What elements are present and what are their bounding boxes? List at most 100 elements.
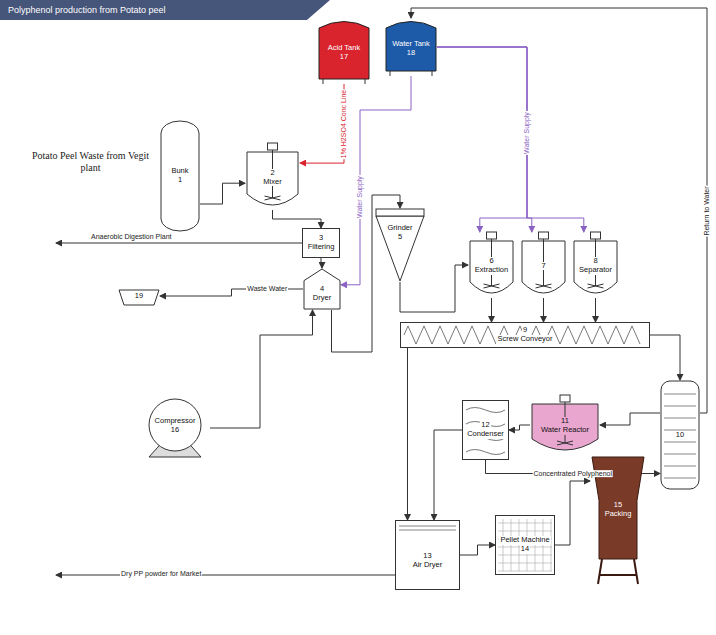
- connector: [273, 210, 322, 228]
- connector: [407, 348, 408, 520]
- node-text-group: 6Extraction: [468, 232, 515, 298]
- screw-conveyor: 9Screw Conveyor: [400, 322, 650, 348]
- node-label: Dryer: [312, 294, 332, 303]
- compressor: Compressor16: [140, 398, 210, 458]
- stirred-vessel: 6Extraction: [468, 232, 515, 298]
- node-text-group: 8Separator: [572, 232, 619, 298]
- tray-dryer: 13Air Dryer: [395, 520, 460, 590]
- node-label: Mixer: [262, 178, 282, 187]
- node-label: 4: [319, 285, 325, 294]
- node-label: 11: [560, 417, 570, 426]
- connector: [650, 335, 680, 380]
- connector: [411, 8, 707, 413]
- column: 10: [660, 380, 700, 490]
- node-label: Water Reactor: [540, 426, 590, 435]
- connector: [200, 183, 245, 204]
- connector: [400, 265, 468, 312]
- node-label: Filtering: [307, 243, 336, 252]
- stirred-vessel: 2Mixer: [245, 143, 300, 210]
- connector: [210, 310, 313, 428]
- connector: [543, 298, 544, 322]
- node-label: Extraction: [474, 266, 509, 275]
- node-label: Separator: [578, 266, 613, 275]
- title-banner: Polyphenol production from Potato peel: [0, 0, 330, 20]
- edge-label: Return to Water: [703, 185, 711, 236]
- pellet-machine: Pellet Machine14: [495, 515, 555, 575]
- node-text-group: 2Mixer: [245, 143, 300, 210]
- connector: [437, 47, 532, 232]
- node-label: Bunk: [170, 167, 189, 176]
- connector: [300, 84, 344, 163]
- storage-tank: Acid Tank17: [318, 18, 370, 84]
- edge-label: 1% H2SO4 Conc Line: [340, 88, 348, 158]
- edge-label: Waste Water: [246, 285, 288, 293]
- node-text-group: 7: [520, 232, 567, 298]
- connector: [437, 47, 527, 232]
- node-text-group: 4Dryer: [303, 268, 341, 310]
- edge-label: Water Supply: [356, 176, 364, 220]
- connector: [509, 425, 530, 430]
- stirred-vessel: 11Water Reactor: [530, 395, 600, 455]
- node-text-group: Acid Tank17: [318, 18, 370, 84]
- connector: [437, 47, 584, 232]
- bunker: Bunk1: [160, 120, 200, 232]
- node-label: Compressor: [154, 417, 197, 426]
- node-label: 14: [520, 545, 530, 554]
- node-text-group: 19: [118, 286, 160, 306]
- title: Polyphenol production from Potato peel: [0, 0, 330, 20]
- connector: [434, 430, 462, 520]
- connector: [460, 545, 495, 555]
- node-label: 15: [613, 501, 623, 510]
- node-label: Acid Tank: [327, 44, 361, 53]
- node-label: 16: [170, 426, 180, 435]
- node-label: 7: [540, 262, 546, 271]
- node-text-group: 10: [660, 380, 700, 490]
- node-label: 9: [522, 326, 528, 335]
- node-label: 6: [488, 257, 494, 266]
- node-text-group: Pellet Machine14: [495, 515, 555, 575]
- filter-box: 3Filtering: [302, 228, 340, 258]
- stirred-vessel: 8Separator: [572, 232, 619, 298]
- connector: [600, 413, 660, 425]
- node-label: 3: [318, 234, 324, 243]
- connector: [555, 481, 590, 545]
- node-text-group: 3Filtering: [302, 228, 340, 258]
- connector: [595, 298, 596, 322]
- node-label: 19: [134, 292, 144, 301]
- dryer: 4Dryer: [303, 268, 341, 310]
- node-label: Pellet Machine: [499, 536, 550, 545]
- node-label: 2: [269, 169, 275, 178]
- node-label: 13: [422, 552, 432, 561]
- outlet-line: [56, 575, 395, 576]
- node-text-group: 12Condenser: [462, 400, 509, 460]
- edge-label: Concentrated Polyphenol: [532, 470, 613, 478]
- node-label: Grinder: [386, 224, 413, 233]
- connector: [321, 258, 322, 268]
- node-text-group: Grinder5: [375, 208, 425, 282]
- node-text-group: Bunk1: [160, 120, 200, 232]
- annotation: Potato Peel Waste from Vegit plant: [22, 150, 159, 174]
- node-label: 18: [406, 49, 416, 58]
- node-text-group: 11Water Reactor: [530, 395, 600, 455]
- annotation: Anaerobic Digestion Plant: [90, 233, 173, 241]
- node-label: Air Dryer: [412, 561, 444, 570]
- node-label: Water Tank: [391, 40, 431, 49]
- node-label: Packing: [604, 510, 633, 519]
- node-label: Screw Conveyor: [496, 335, 553, 344]
- node-label: 5: [397, 233, 403, 242]
- node-outline: [375, 208, 425, 282]
- node-label: 8: [592, 257, 598, 266]
- outlet-line: [56, 243, 302, 244]
- node-text-group: 9Screw Conveyor: [400, 322, 650, 348]
- node-text-group: Water Tank18: [385, 18, 437, 76]
- node-text-group: Compressor16: [140, 398, 210, 458]
- storage-tank: Water Tank18: [385, 18, 437, 76]
- node-label: 12: [480, 421, 490, 430]
- grinder: Grinder5: [375, 208, 425, 282]
- edge-label: Water Supply: [523, 111, 531, 155]
- node-label: 10: [675, 431, 685, 440]
- condenser: 12Condenser: [462, 400, 509, 460]
- node-label: Condenser: [466, 430, 505, 439]
- annotation: Dry PP powder for Market: [120, 570, 202, 578]
- node-label: 17: [339, 53, 349, 62]
